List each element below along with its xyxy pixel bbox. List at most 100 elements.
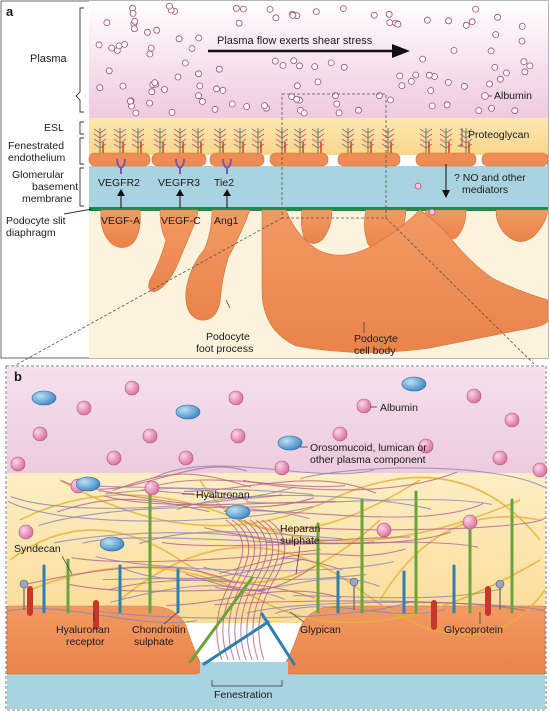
gag-chain bbox=[213, 128, 221, 134]
orosomucoid-molecule bbox=[225, 504, 251, 520]
glycosaminoglycan-chain bbox=[300, 517, 546, 531]
endothelial-cell bbox=[151, 152, 207, 167]
albumin-dot bbox=[165, 2, 173, 10]
gag-chain bbox=[173, 133, 181, 139]
heparan-label-line2: sulphate bbox=[280, 535, 320, 547]
gag-chain bbox=[459, 143, 467, 149]
albumin-dot bbox=[181, 59, 189, 67]
gag-chain bbox=[131, 143, 139, 149]
albumin-dot bbox=[195, 92, 202, 100]
gag-chain bbox=[93, 138, 101, 144]
gag-chain bbox=[251, 133, 259, 139]
gag-chain bbox=[257, 133, 265, 139]
hyaluronan-strand bbox=[59, 476, 541, 541]
glycosaminoglycan-chain bbox=[105, 487, 249, 501]
albumin-dot bbox=[314, 78, 322, 86]
albumin-dot bbox=[407, 78, 415, 85]
albumin-molecule bbox=[418, 438, 434, 454]
albumin-dot bbox=[174, 73, 182, 81]
gbm-label-line1: Glomerular bbox=[12, 169, 64, 181]
gag-chain bbox=[299, 133, 307, 139]
albumin-dot bbox=[296, 62, 303, 70]
gag-chain bbox=[173, 138, 181, 144]
hyaluronan-receptor-line1: Hyaluronan bbox=[56, 624, 110, 636]
endothelial-cell bbox=[337, 152, 401, 167]
albumin-dot bbox=[239, 5, 247, 13]
albumin-molecule bbox=[32, 426, 48, 442]
gag-chain bbox=[191, 143, 199, 149]
receptor-tie2: Tie2 bbox=[214, 177, 234, 189]
gag-chain bbox=[257, 138, 265, 144]
glycosaminoglycan-chain bbox=[139, 531, 343, 545]
albumin-dot bbox=[146, 99, 154, 107]
gag-chain bbox=[299, 138, 307, 144]
gag-chain bbox=[219, 128, 227, 134]
albumin-label-b: Albumin bbox=[380, 402, 418, 414]
gag-chain bbox=[459, 138, 467, 144]
chondroitin-core bbox=[188, 576, 254, 664]
ligand-arrows bbox=[117, 189, 231, 208]
glycosaminoglycan-chain bbox=[183, 480, 377, 494]
gag-chain bbox=[257, 128, 265, 134]
gag-chain bbox=[419, 138, 427, 144]
gag-chain bbox=[341, 128, 349, 134]
gag-chain bbox=[179, 128, 187, 134]
albumin-dot bbox=[121, 41, 128, 48]
gag-chain bbox=[131, 128, 139, 134]
gag-chain bbox=[179, 138, 187, 144]
albumin-dot bbox=[271, 57, 279, 65]
albumin-molecule bbox=[356, 398, 372, 414]
albumin-dot bbox=[511, 107, 519, 115]
gag-chain bbox=[159, 133, 167, 139]
albumin-dot bbox=[300, 109, 308, 117]
albumin-dot bbox=[211, 105, 219, 113]
albumin-molecule bbox=[124, 380, 140, 396]
gag-chain bbox=[197, 133, 205, 139]
gag-chain bbox=[239, 133, 247, 139]
albumin-molecule bbox=[532, 462, 548, 478]
albumin-dot bbox=[195, 70, 202, 78]
gag-chain bbox=[93, 128, 101, 134]
gag-chain bbox=[465, 133, 473, 139]
hyaluronan-receptor-line2: receptor bbox=[66, 636, 105, 648]
gag-chain bbox=[93, 143, 101, 149]
albumin-dot bbox=[475, 107, 483, 114]
gag-chain bbox=[251, 143, 259, 149]
albumin-molecule bbox=[10, 456, 26, 472]
albumin-molecule bbox=[178, 450, 194, 466]
glycoprotein-head bbox=[495, 579, 505, 589]
chondroitin-label-line1: Chondroitin bbox=[132, 624, 186, 636]
albumin-dot bbox=[144, 28, 151, 36]
gag-chain bbox=[197, 128, 205, 134]
albumin-dot bbox=[198, 98, 206, 105]
albumin-dot bbox=[161, 86, 168, 93]
gag-chain bbox=[387, 128, 395, 134]
albumin-dot bbox=[375, 92, 383, 99]
hyaluronan-label: Hyaluronan bbox=[196, 489, 250, 501]
gag-chain bbox=[219, 133, 227, 139]
gag-chain bbox=[361, 133, 369, 139]
gag-chain bbox=[251, 138, 259, 144]
plasma-label: Plasma bbox=[30, 53, 68, 65]
albumin-molecule bbox=[106, 450, 122, 466]
glycosaminoglycan-chain bbox=[214, 600, 526, 612]
gag-chain bbox=[425, 128, 433, 134]
albumin-molecule bbox=[144, 480, 160, 496]
albumin-dot bbox=[518, 22, 526, 30]
gag-chain bbox=[281, 138, 289, 144]
esl-label: ESL bbox=[44, 122, 64, 134]
gag-chain bbox=[119, 128, 127, 134]
albumin-dot bbox=[333, 100, 341, 108]
gag-chain bbox=[459, 133, 467, 139]
glycosaminoglycan-chain bbox=[95, 556, 394, 572]
gag-chain bbox=[113, 138, 121, 144]
gag-chain bbox=[367, 133, 375, 139]
albumin-molecule bbox=[376, 522, 392, 538]
zoom-connectors bbox=[13, 217, 537, 367]
albumin-dot bbox=[335, 109, 343, 117]
glycosaminoglycan-chain bbox=[98, 489, 314, 508]
gag-chain bbox=[311, 143, 319, 149]
gag-chain bbox=[179, 133, 187, 139]
gag-chain bbox=[159, 138, 167, 144]
gag-chain bbox=[93, 133, 101, 139]
